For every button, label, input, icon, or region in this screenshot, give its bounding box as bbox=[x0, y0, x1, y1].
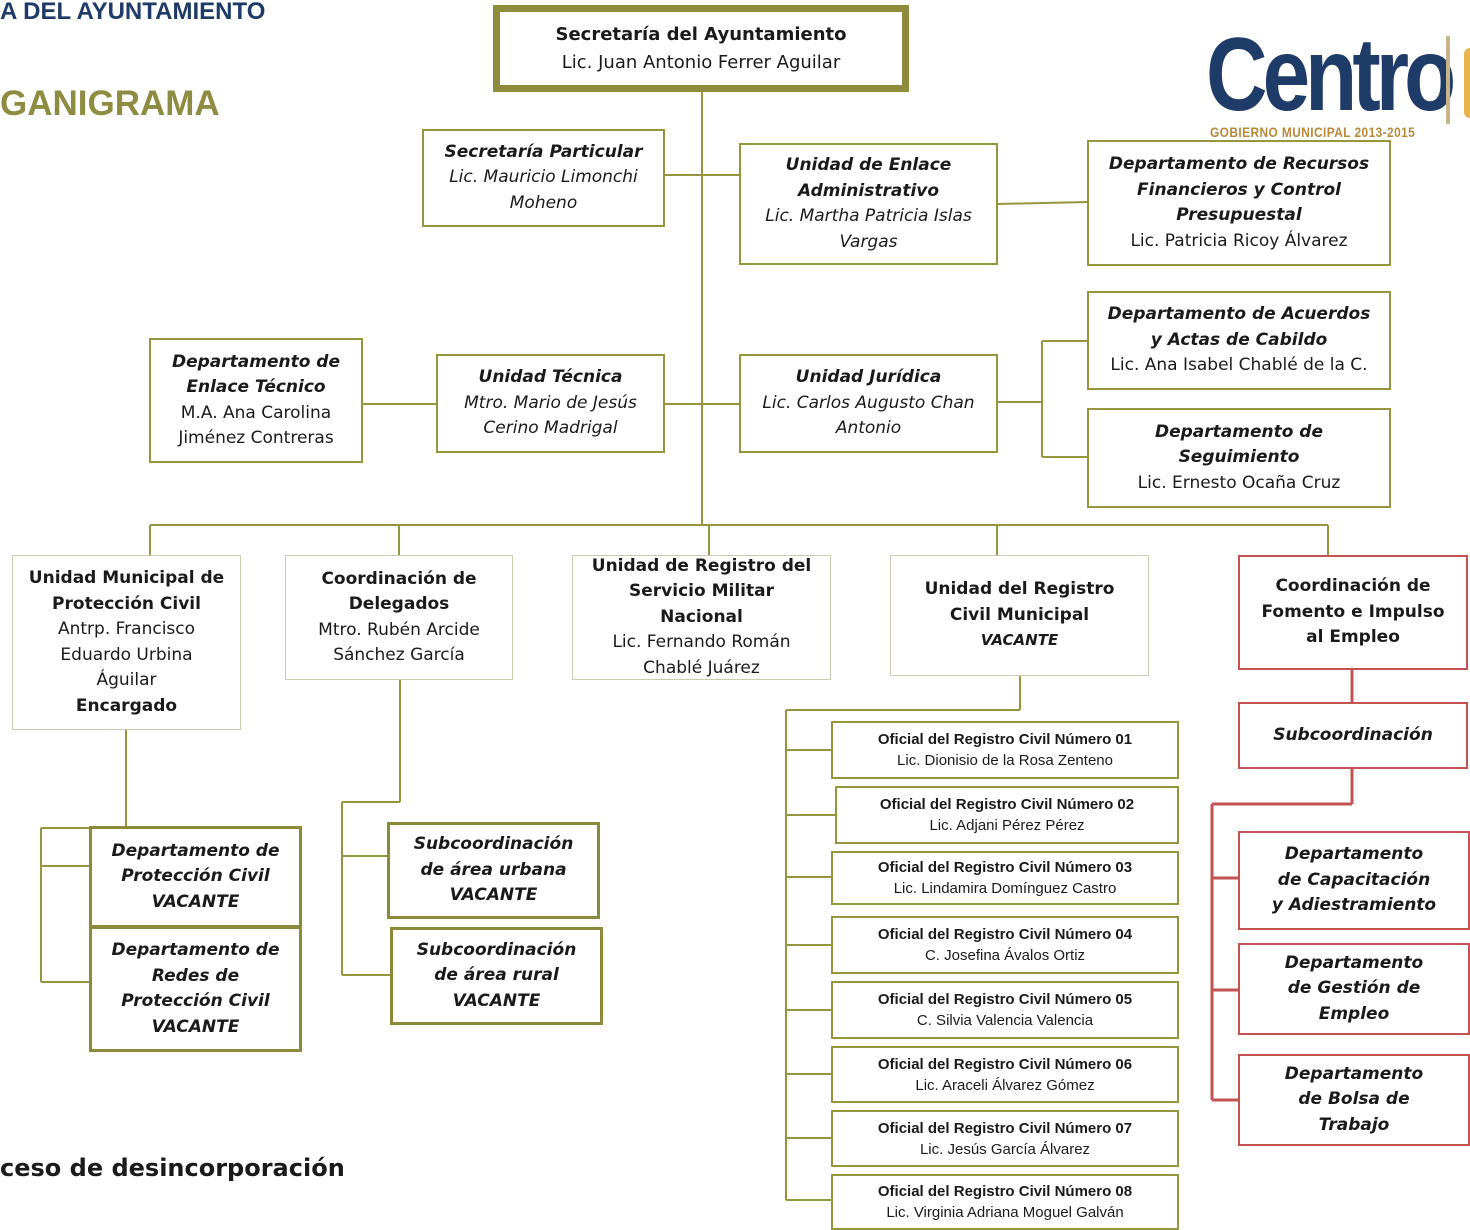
node-name: Lic. Adjani Pérez Pérez bbox=[929, 817, 1085, 834]
node-acuerdos-cabildo[interactable]: Departamento de Acuerdos y Actas de Cabi… bbox=[1087, 291, 1391, 390]
node-name: Lic. Virginia Adriana Moguel Galván bbox=[886, 1204, 1124, 1221]
node-proteccion-civil[interactable]: Unidad Municipal de Protección Civil Ant… bbox=[12, 555, 241, 730]
node-dep-proteccion-civil[interactable]: Departamento de Protección Civil VACANTE bbox=[89, 826, 302, 928]
node-title: Departamento de Gestión de Empleo bbox=[1284, 952, 1424, 1024]
node-title: Oficial del Registro Civil Número 08 bbox=[877, 1183, 1133, 1200]
node-coordinacion-delegados[interactable]: Coordinación de Delegados Mtro. Rubén Ar… bbox=[285, 555, 513, 680]
node-recursos-financieros[interactable]: Departamento de Recursos Financieros y C… bbox=[1087, 140, 1391, 266]
footer-note: ceso de desincorporación bbox=[0, 1154, 345, 1182]
logo-flame-icon bbox=[1464, 48, 1470, 118]
node-sub-area-rural[interactable]: Subcoordinación de área rural VACANTE bbox=[390, 927, 603, 1025]
node-name: VACANTE bbox=[151, 1016, 240, 1037]
node-oficial-03[interactable]: Oficial del Registro Civil Número 03 Lic… bbox=[831, 851, 1179, 905]
node-title: Secretaría Particular bbox=[444, 141, 643, 162]
node-gestion-empleo[interactable]: Departamento de Gestión de Empleo bbox=[1238, 943, 1470, 1035]
node-title: Oficial del Registro Civil Número 02 bbox=[879, 796, 1135, 813]
node-fomento-empleo[interactable]: Coordinación de Fomento e Impulso al Emp… bbox=[1238, 555, 1468, 670]
node-title: Departamento de Seguimiento bbox=[1154, 421, 1324, 468]
node-name: Lic. Patricia Ricoy Álvarez bbox=[1130, 230, 1348, 251]
node-dep-redes-proteccion[interactable]: Departamento de Redes de Protección Civi… bbox=[89, 926, 302, 1052]
node-name: VACANTE bbox=[449, 885, 538, 906]
node-title: Departamento de Redes de Protección Civi… bbox=[111, 940, 280, 1011]
node-title: Departamento de Recursos Financieros y C… bbox=[1108, 154, 1370, 225]
node-registro-civil[interactable]: Unidad del Registro Civil Municipal VACA… bbox=[890, 555, 1149, 676]
node-title: Unidad del Registro Civil Municipal bbox=[924, 579, 1115, 625]
page-title: GANIGRAMA bbox=[0, 84, 220, 123]
node-oficial-04[interactable]: Oficial del Registro Civil Número 04 C. … bbox=[831, 916, 1179, 974]
node-title: Oficial del Registro Civil Número 07 bbox=[877, 1119, 1133, 1137]
node-name: VACANTE bbox=[452, 990, 541, 1011]
node-title: Departamento de Protección Civil bbox=[111, 840, 280, 887]
node-name: Lic. Jesús García Álvarez bbox=[919, 1140, 1091, 1158]
centro-logo: Centro GOBIERNO MUNICIPAL 2013-2015 bbox=[1206, 17, 1470, 150]
node-title: Oficial del Registro Civil Número 03 bbox=[877, 859, 1133, 876]
node-unidad-tecnica[interactable]: Unidad Técnica Mtro. Mario de Jesús Ceri… bbox=[436, 354, 665, 453]
node-name: Lic. Lindamira Domínguez Castro bbox=[893, 880, 1117, 897]
department-header: A DEL AYUNTAMIENTO bbox=[0, 0, 266, 25]
node-secretaria[interactable]: Secretaría del Ayuntamiento Lic. Juan An… bbox=[493, 5, 909, 92]
node-title: Coordinación de Delegados bbox=[321, 568, 477, 615]
node-title: Oficial del Registro Civil Número 06 bbox=[877, 1055, 1133, 1073]
node-title: Departamento de Capacitación y Adiestram… bbox=[1271, 844, 1437, 916]
node-enlace-administrativo[interactable]: Unidad de Enlace Administrativo Lic. Mar… bbox=[739, 143, 998, 265]
node-servicio-militar[interactable]: Unidad de Registro del Servicio Militar … bbox=[572, 555, 831, 680]
node-name: VACANTE bbox=[151, 891, 240, 912]
node-title: Oficial del Registro Civil Número 04 bbox=[877, 926, 1133, 943]
node-oficial-05[interactable]: Oficial del Registro Civil Número 05 C. … bbox=[831, 981, 1179, 1039]
node-name: M.A. Ana Carolina Jiménez Contreras bbox=[178, 402, 334, 449]
node-title: Unidad de Enlace Administrativo bbox=[785, 155, 952, 201]
node-name: Lic. Ana Isabel Chablé de la C. bbox=[1110, 355, 1368, 376]
node-bolsa-trabajo[interactable]: Departamento de Bolsa de Trabajo bbox=[1238, 1054, 1470, 1146]
node-name: VACANTE bbox=[980, 631, 1059, 650]
node-name: C. Josefina Ávalos Ortiz bbox=[924, 947, 1086, 964]
node-unidad-juridica[interactable]: Unidad Jurídica Lic. Carlos Augusto Chan… bbox=[739, 354, 998, 453]
node-capacitacion[interactable]: Departamento de Capacitación y Adiestram… bbox=[1238, 831, 1470, 930]
node-seguimiento[interactable]: Departamento de Seguimiento Lic. Ernesto… bbox=[1087, 408, 1391, 508]
node-name: Lic. Araceli Álvarez Gómez bbox=[915, 1076, 1095, 1094]
node-title: Coordinación de Fomento e Impulso al Emp… bbox=[1261, 576, 1445, 648]
node-enlace-tecnico[interactable]: Departamento de Enlace Técnico M.A. Ana … bbox=[149, 338, 363, 463]
node-name: Lic. Mauricio Limonchi Moheno bbox=[449, 167, 638, 213]
node-name: Lic. Juan Antonio Ferrer Aguilar bbox=[561, 51, 841, 73]
node-title: Oficial del Registro Civil Número 05 bbox=[877, 991, 1133, 1008]
node-particular[interactable]: Secretaría Particular Lic. Mauricio Limo… bbox=[422, 129, 665, 227]
node-sub-area-urbana[interactable]: Subcoordinación de área urbana VACANTE bbox=[387, 822, 600, 919]
node-name: Lic. Fernando Román Chablé Juárez bbox=[612, 632, 791, 678]
node-oficial-01[interactable]: Oficial del Registro Civil Número 01 Lic… bbox=[831, 721, 1179, 779]
node-name: C. Silvia Valencia Valencia bbox=[916, 1012, 1094, 1029]
logo-divider bbox=[1446, 36, 1450, 124]
node-name: Lic. Ernesto Ocaña Cruz bbox=[1137, 472, 1341, 493]
node-role: Encargado bbox=[75, 695, 178, 716]
node-name: Mtro. Rubén Arcide Sánchez García bbox=[318, 619, 480, 666]
node-title: Subcoordinación de área rural bbox=[416, 939, 577, 986]
node-name: Lic. Carlos Augusto Chan Antonio bbox=[762, 392, 975, 439]
node-name: Mtro. Mario de Jesús Cerino Madrigal bbox=[464, 392, 637, 439]
node-oficial-02[interactable]: Oficial del Registro Civil Número 02 Lic… bbox=[835, 786, 1179, 844]
node-oficial-06[interactable]: Oficial del Registro Civil Número 06 Lic… bbox=[831, 1046, 1179, 1103]
node-title: Unidad Jurídica bbox=[795, 367, 942, 388]
node-title: Oficial del Registro Civil Número 01 bbox=[877, 731, 1133, 748]
node-subcoordinacion[interactable]: Subcoordinación bbox=[1238, 702, 1468, 769]
node-name: Lic. Dionisio de la Rosa Zenteno bbox=[897, 752, 1113, 769]
node-title: Departamento de Bolsa de Trabajo bbox=[1284, 1063, 1424, 1135]
logo-wordmark: Centro bbox=[1206, 17, 1456, 133]
node-title: Unidad Municipal de Protección Civil bbox=[28, 568, 225, 614]
logo-tagline: GOBIERNO MUNICIPAL 2013-2015 bbox=[1210, 124, 1416, 140]
node-title: Subcoordinación bbox=[1273, 724, 1433, 745]
node-name: Antrp. Francisco Eduardo Urbina Águilar bbox=[57, 619, 196, 690]
node-title: Unidad Técnica bbox=[478, 367, 623, 388]
node-title: Departamento de Acuerdos y Actas de Cabi… bbox=[1107, 304, 1371, 350]
node-title: Unidad de Registro del Servicio Militar … bbox=[591, 555, 812, 627]
node-oficial-07[interactable]: Oficial del Registro Civil Número 07 Lic… bbox=[831, 1110, 1179, 1167]
node-oficial-08[interactable]: Oficial del Registro Civil Número 08 Lic… bbox=[831, 1174, 1179, 1230]
node-title: Departamento de Enlace Técnico bbox=[171, 351, 341, 398]
node-title: Secretaría del Ayuntamiento bbox=[555, 23, 847, 45]
node-name: Lic. Martha Patricia Islas Vargas bbox=[765, 206, 972, 252]
node-title: Subcoordinación de área urbana bbox=[413, 834, 574, 880]
